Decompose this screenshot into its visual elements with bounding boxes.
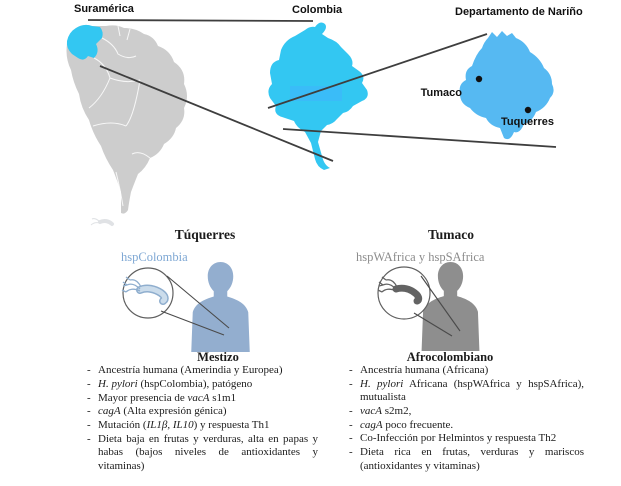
mestizo-body <box>191 262 250 352</box>
list-item-text: cagA (Alta expresión génica) <box>98 405 227 418</box>
list-item-text: Mutación (IL1β, IL10) y respuesta Th1 <box>98 419 270 432</box>
list-item: -cagA poco frecuente. <box>344 419 584 432</box>
list-item: -H. pylori Africana (hspWAfrica y hspSAf… <box>344 378 584 405</box>
bullet-dash: - <box>87 364 91 376</box>
hspcolombia-strain-label: hspColombia <box>121 250 188 264</box>
list-item: -Mayor presencia de vacA s1m1 <box>82 392 318 405</box>
bullet-dash: - <box>349 432 353 445</box>
bullet-dash: - <box>349 404 353 417</box>
list-item-text: Ancestría humana (Amerindia y Europea) <box>98 364 283 376</box>
tumaco-dot <box>475 75 483 83</box>
narino-label: Departamento de Nariño <box>455 6 583 18</box>
mestizo-magnifier-circle <box>122 267 174 319</box>
list-item-text: Dieta rica en frutas, verduras y marisco… <box>360 446 584 472</box>
bullet-dash: - <box>349 377 353 390</box>
list-item-text: Ancestría humana (Africana) <box>360 364 489 376</box>
tumaco-panel-title: Tumaco <box>427 227 474 242</box>
list-item: -Co-Infección por Helmintos y respuesta … <box>344 432 584 445</box>
bullet-dash: - <box>87 419 91 432</box>
list-item: -cagA (Alta expresión génica) <box>82 405 318 418</box>
list-item-text: H. pylori Africana (hspWAfrica y hspSAfr… <box>360 377 584 404</box>
list-item-text: Co-Infección por Helmintos y respuesta T… <box>360 432 557 445</box>
afrocolombiano-silhouette <box>421 262 480 351</box>
colombia-label: Colombia <box>292 4 343 16</box>
colombia-inner-rect <box>290 86 342 101</box>
list-item-text: Mayor presencia de vacA s1m1 <box>98 391 237 404</box>
list-item: -Mutación (IL1β, IL10) y respuesta Th1 <box>82 419 318 432</box>
tuquerres-panel-title: Túquerres <box>174 227 236 242</box>
list-item: -Ancestría humana (Africana) <box>344 364 584 377</box>
list-item-text: cagA poco frecuente. <box>360 418 454 431</box>
list-item: -Dieta baja en frutas y verduras, alta e… <box>82 433 318 473</box>
list-item: -H. pylori (hspColombia), patógeno <box>82 378 318 391</box>
bullet-dash: - <box>349 446 353 459</box>
colombia-map <box>268 22 368 170</box>
mestizo-group-title: Mestizo <box>197 350 239 364</box>
afrocolombiano-list: -Ancestría humana (Africana)-H. pylori A… <box>344 364 584 473</box>
bullet-dash: - <box>87 405 91 418</box>
bullet-dash: - <box>87 391 91 404</box>
bullet-dash: - <box>349 364 353 376</box>
tumaco-city-label: Tumaco <box>420 87 462 99</box>
list-item: -Dieta rica en frutas, verduras y marisc… <box>344 446 584 473</box>
hpylori-blue-icon <box>121 276 169 305</box>
tuquerres-city-label: Tuquerres <box>501 116 554 128</box>
afrocolombiano-group-title: Afrocolombiano <box>406 350 494 364</box>
south-america-map <box>66 24 187 214</box>
bullet-dash: - <box>87 377 91 390</box>
hspafrica-strain-label: hspWAfrica y hspSAfrica <box>356 250 485 264</box>
list-item-text: Dieta baja en frutas y verduras, alta en… <box>98 432 318 472</box>
bullet-dash: - <box>349 418 353 431</box>
list-item-text: H. pylori (hspColombia), patógeno <box>98 377 253 390</box>
bullet-dash: - <box>87 432 91 445</box>
afrocolombiano-body <box>421 262 480 351</box>
tuquerres-dot <box>524 106 532 114</box>
list-item: -vacA s2m2, <box>344 405 584 418</box>
south-america-label: Suramérica <box>74 3 134 15</box>
faint-bacterium-doodle <box>90 218 114 226</box>
list-item-text: vacA s2m2, <box>360 404 412 417</box>
mestizo-list: -Ancestría humana (Amerindia y Europea)-… <box>82 364 318 473</box>
list-item: -Ancestría humana (Amerindia y Europea) <box>82 364 318 377</box>
narino-map <box>459 31 554 140</box>
mestizo-silhouette <box>191 262 250 352</box>
south-america-colombia-region <box>66 24 103 60</box>
